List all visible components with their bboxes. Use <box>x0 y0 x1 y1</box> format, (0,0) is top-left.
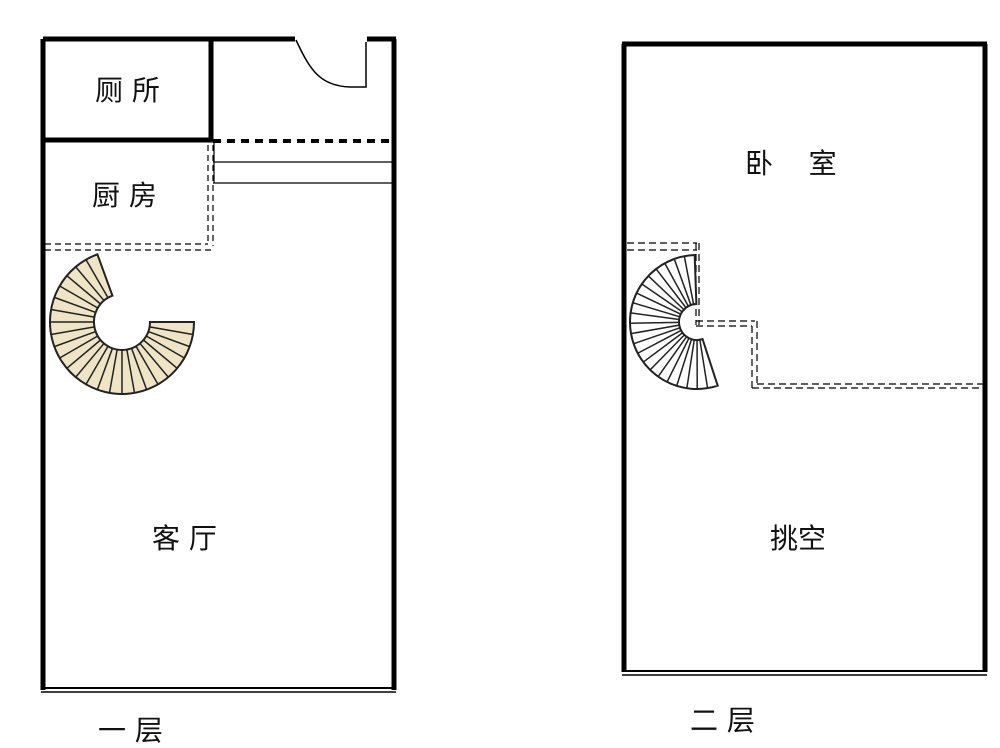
stair-step <box>675 338 693 387</box>
stair-step <box>149 326 194 336</box>
stair-step <box>59 335 99 359</box>
door-swing <box>295 39 367 88</box>
kitchen-boundary-dashed <box>45 145 214 251</box>
stair-step <box>54 296 96 314</box>
stair-step <box>108 349 118 394</box>
stair-step <box>59 285 99 309</box>
stair-step <box>655 268 687 309</box>
stair-step <box>148 330 190 348</box>
stair-step <box>85 345 109 385</box>
room-label-toilet: 厕 所 <box>95 74 160 107</box>
stair-step <box>629 321 680 325</box>
stair-step <box>657 336 688 378</box>
floor2-spiral-stair <box>629 254 719 390</box>
stair-step <box>85 259 109 299</box>
stair-step <box>75 266 105 302</box>
stair-step <box>630 312 680 321</box>
stair-step <box>50 326 95 336</box>
stair-step <box>673 258 692 306</box>
room-label-kitchen: 厨 房 <box>92 179 157 212</box>
floor2-title: 二 层 <box>690 704 755 737</box>
stair-step <box>75 342 105 378</box>
stair-step <box>135 345 159 385</box>
stair-step <box>145 335 185 359</box>
stair-step <box>126 349 136 394</box>
room-label-bedroom: 卧 室 <box>745 147 837 180</box>
stair-step <box>633 327 681 345</box>
stair-step <box>666 337 690 383</box>
stair-step <box>66 339 102 369</box>
floor2-outer-wall <box>621 41 988 672</box>
floor2-plan <box>621 41 988 676</box>
stair-step <box>642 332 684 363</box>
stair-step <box>50 308 95 318</box>
stair-step <box>139 342 169 378</box>
floor1-outer-wall <box>40 36 397 690</box>
stair-step <box>636 292 682 315</box>
stair-step <box>632 301 680 318</box>
floor1-title: 一 层 <box>98 714 163 747</box>
stair-step <box>130 348 148 390</box>
stair-step <box>54 330 96 348</box>
stair-step <box>142 339 178 369</box>
stair-step <box>683 256 695 305</box>
stair-step <box>664 262 690 307</box>
floor1-plan <box>40 36 397 693</box>
void-boundary-dashed <box>627 242 985 389</box>
stair-step <box>637 329 682 354</box>
floor1-spiral-stair <box>49 253 196 395</box>
room-label-void: 挑空 <box>770 522 826 555</box>
stair-step <box>641 283 683 313</box>
stair-step <box>686 339 696 389</box>
stair-step <box>649 334 685 371</box>
stair-step <box>699 339 709 389</box>
room-label-living-room: 客 厅 <box>152 522 217 555</box>
stair-step <box>96 348 114 390</box>
stair-step <box>630 324 680 335</box>
stair-step <box>647 275 685 311</box>
stair-outline <box>49 253 196 395</box>
stair-step <box>66 275 102 305</box>
